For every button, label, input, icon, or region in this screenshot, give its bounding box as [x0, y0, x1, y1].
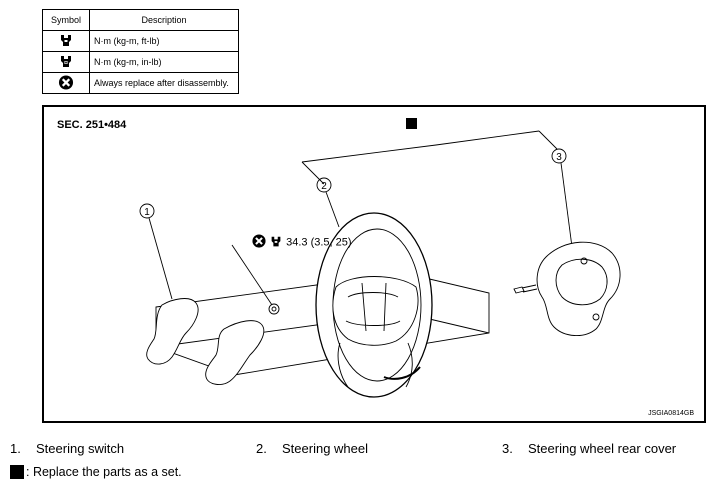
- description-header: Description: [89, 9, 239, 31]
- diagram-frame: SEC. 251•484 1 2 3: [42, 105, 706, 423]
- callout-1: 1: [139, 203, 155, 219]
- torque-wrench-small-icon: [42, 51, 90, 73]
- replace-set-marker: [10, 465, 24, 479]
- torque-wrench-icon: [269, 235, 283, 251]
- callout-2: 2: [316, 177, 332, 193]
- legend-item-1: 1. Steering switch: [10, 441, 124, 456]
- exploded-view-drawing: 1 2 3: [139, 118, 621, 398]
- always-replace-icon: [42, 72, 90, 94]
- legend-item-2: 2. Steering wheel: [256, 441, 368, 456]
- symbol-table: Symbol Description N·m (kg-m, ft-lb) N·m…: [42, 9, 239, 94]
- note-text: : Replace the parts as a set.: [26, 465, 182, 479]
- legend-number: 3.: [502, 441, 513, 456]
- torque-value: 34.3 (3.5, 25): [286, 236, 352, 249]
- legend-label: Steering switch: [36, 441, 125, 456]
- legend-label: Steering wheel rear cover: [528, 441, 677, 456]
- callout-3: 3: [551, 148, 567, 164]
- legend-number: 2.: [256, 441, 267, 456]
- row-description: Always replace after disassembly.: [89, 72, 239, 94]
- legend-item-3: 3. Steering wheel rear cover: [502, 441, 676, 456]
- row-description: N·m (kg-m, ft-lb): [89, 30, 239, 52]
- legend-label: Steering wheel: [282, 441, 368, 456]
- svg-text:1: 1: [144, 207, 150, 218]
- symbol-header: Symbol: [42, 9, 90, 31]
- svg-text:3: 3: [556, 152, 562, 163]
- always-replace-icon: [252, 234, 266, 251]
- torque-spec: 34.3 (3.5, 25): [252, 234, 352, 251]
- set-replacement-note: : Replace the parts as a set.: [10, 465, 182, 479]
- torque-wrench-icon: [42, 30, 90, 52]
- figure-id: JSGIA0814GB: [648, 410, 694, 417]
- legend-number: 1.: [10, 441, 21, 456]
- replace-set-marker: [406, 118, 417, 129]
- section-label: SEC. 251•484: [57, 119, 127, 131]
- svg-text:2: 2: [321, 181, 327, 192]
- row-description: N·m (kg-m, in-lb): [89, 51, 239, 73]
